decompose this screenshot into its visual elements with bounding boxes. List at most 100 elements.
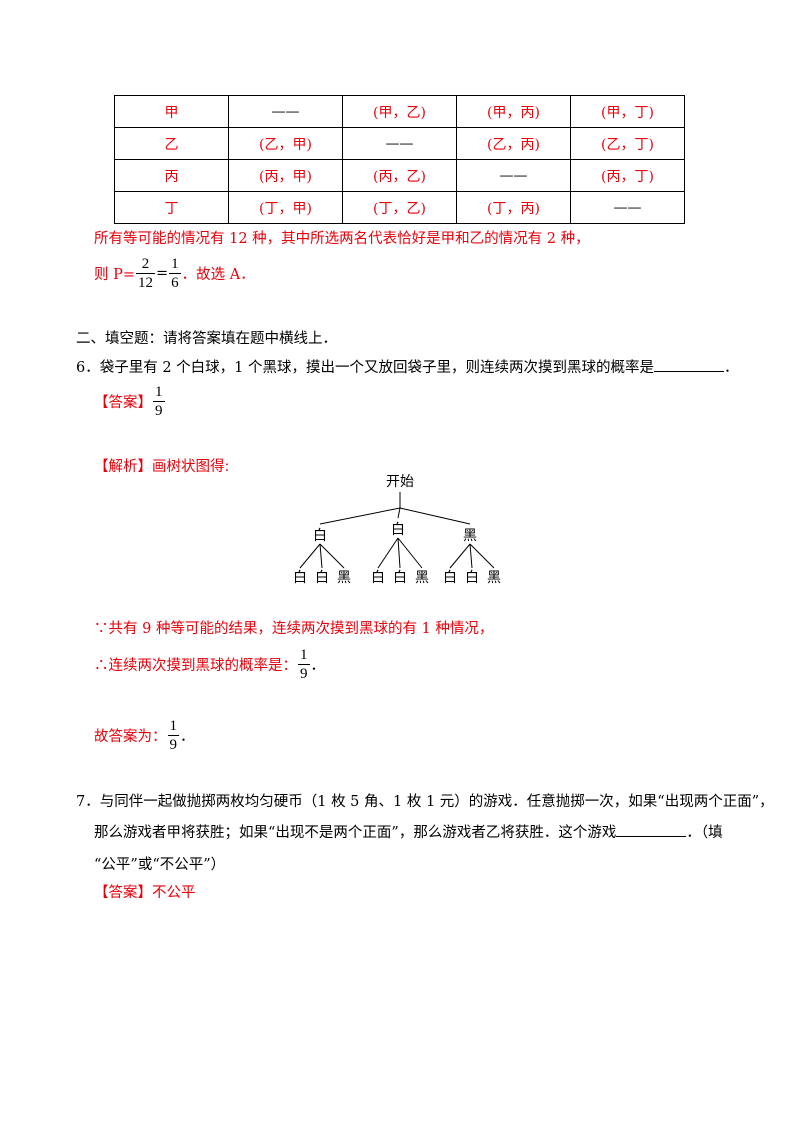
q7-line3: “公平”或“不公平”） — [94, 857, 226, 873]
q6-stem-text: 袋子里有 2 个白球，1 个黑球，摸出一个又放回袋子里，则连续两次摸到黑球的概率… — [99, 360, 655, 376]
tree-branch — [469, 543, 495, 569]
table-cell: (乙，丙) — [456, 127, 571, 160]
q6-final-denominator: 9 — [167, 735, 179, 753]
q5-explanation-line1: 所有等可能的情况有 12 种，其中所选两名代表恰好是甲和乙的情况有 2 种， — [94, 231, 590, 247]
tree-branch — [299, 543, 321, 569]
tree-level2-label: 黑 — [487, 570, 501, 586]
tree-level2-label: 白 — [315, 570, 329, 586]
table-row-header: 丁 — [114, 191, 229, 224]
q7-line1-text: 与同伴一起做抛掷两枚均匀硬币（1 枚 5 角、1 枚 1 元）的游戏．任意抛掷一… — [99, 794, 774, 810]
q7-line2-suffix: ．（填 — [686, 825, 723, 841]
tree-branch — [449, 543, 471, 569]
q7-number: 7． — [76, 794, 100, 810]
q7-line2-text: 那么游戏者甲将获胜；如果“出现不是两个正面”，那么游戏者乙将获胜．这个游戏 — [94, 825, 617, 841]
table-cell: (丙，乙) — [342, 159, 457, 192]
q6-analysis: 【解析】画树状图得: — [94, 455, 229, 476]
q5-p-prefix: 则 P= — [94, 267, 136, 283]
table-cell: (丙，丁) — [570, 159, 685, 192]
q6-final-text: 故答案为： — [94, 729, 167, 745]
q6-number: 6． — [76, 360, 100, 376]
q6-final-numerator: 1 — [169, 718, 178, 734]
tree-level2-label: 白 — [443, 570, 457, 586]
tree-level1-label: 黑 — [463, 528, 477, 544]
tree-level1-label: 白 — [391, 522, 405, 538]
q6-analysis-text: 画树状图得: — [152, 459, 230, 475]
tree-branch — [319, 543, 323, 569]
table-row-header: 甲 — [114, 95, 229, 128]
outcome-table: 甲——(甲，乙)(甲，丙)(甲，丁)乙(乙，甲)——(乙，丙)(乙，丁)丙(丙，… — [114, 95, 685, 224]
q5-frac1-numerator: 2 — [141, 256, 150, 272]
q6-analysis-label: 【解析】 — [94, 459, 152, 475]
tree-level2-label: 黑 — [415, 570, 429, 586]
table-cell: —— — [228, 95, 343, 128]
q5-frac2-numerator: 1 — [171, 256, 179, 272]
tree-level2-label: 黑 — [337, 570, 351, 586]
q6-answer-denominator: 9 — [153, 401, 165, 419]
q6-therefore-numerator: 1 — [300, 647, 308, 663]
q6-answer-blank[interactable] — [654, 359, 725, 372]
q5-conclusion: ．故选 A． — [181, 267, 255, 283]
table-row-header: 乙 — [114, 127, 229, 160]
tree-branch — [377, 537, 399, 569]
table-cell: (甲，乙) — [342, 95, 457, 128]
tree-level2-label: 白 — [465, 570, 479, 586]
q6-because: ∵共有 9 种等可能的结果，连续两次摸到黑球的有 1 种情况， — [94, 621, 494, 637]
q7-line2: 那么游戏者甲将获胜；如果“出现不是两个正面”，那么游戏者乙将获胜．这个游戏 ．（填 — [94, 821, 723, 842]
q7-answer-blank[interactable] — [616, 824, 687, 837]
q5-equals: = — [156, 265, 169, 282]
tree-branch — [397, 537, 401, 569]
q7-answer-label: 【答案】 — [94, 885, 152, 901]
tree-diagram: 开始白白白黑白白白黑黑白白黑 — [293, 474, 501, 586]
table-cell: (甲，丙) — [456, 95, 571, 128]
table-row: 甲——(甲，乙)(甲，丙)(甲，丁) — [114, 95, 685, 128]
q5-frac1-denominator: 12 — [136, 273, 156, 291]
tree-branch — [469, 543, 473, 569]
table-cell: —— — [570, 191, 685, 224]
q6-answer-label: 【答案】 — [94, 395, 152, 411]
tree-level2-label: 白 — [293, 570, 307, 586]
tree-branch — [397, 507, 401, 519]
q6-final-end: ． — [180, 729, 195, 745]
q7-answer-text: 不公平 — [152, 885, 196, 901]
table-cell: (丙，甲) — [228, 159, 343, 192]
q7-line1: 7．与同伴一起做抛掷两枚均匀硬币（1 枚 5 角、1 枚 1 元）的游戏．任意抛… — [76, 790, 774, 811]
tree-root-label: 开始 — [386, 474, 414, 490]
table-cell: (乙，甲) — [228, 127, 343, 160]
table-row: 丁(丁，甲)(丁，乙)(丁，丙)—— — [114, 191, 685, 224]
q6-therefore-end: ． — [310, 658, 326, 674]
table-cell: (丁，丙) — [456, 191, 571, 224]
table-cell: —— — [342, 127, 457, 160]
table-cell: —— — [456, 159, 571, 192]
table-cell: (丁，乙) — [342, 191, 457, 224]
section-heading-fill-in: 二、填空题：请将答案填在题中横线上． — [76, 331, 337, 347]
q5-frac2-denominator: 6 — [169, 273, 181, 291]
q7-answer: 【答案】不公平 — [94, 881, 196, 902]
tree-branch — [319, 543, 345, 569]
table-cell: (乙，丁) — [570, 127, 685, 160]
q6-stem: 6．袋子里有 2 个白球，1 个黑球，摸出一个又放回袋子里，则连续两次摸到黑球的… — [76, 356, 739, 377]
q6-therefore-denominator: 9 — [298, 664, 310, 682]
table-cell: (丁，甲) — [228, 191, 343, 224]
tree-branch — [399, 507, 471, 525]
q6-stem-end: ． — [724, 360, 739, 376]
tree-branch — [319, 507, 401, 525]
table-row: 丙(丙，甲)(丙，乙)——(丙，丁) — [114, 159, 685, 192]
q6-answer-numerator: 1 — [155, 384, 163, 400]
tree-branch — [397, 537, 423, 569]
table-row: 乙(乙，甲)——(乙，丙)(乙，丁) — [114, 127, 685, 160]
tree-level2-label: 白 — [393, 570, 407, 586]
q6-therefore-text: ∴连续两次摸到黑球的概率是： — [94, 658, 297, 674]
table-cell: (甲，丁) — [570, 95, 685, 128]
tree-level1-label: 白 — [313, 528, 327, 544]
table-row-header: 丙 — [114, 159, 229, 192]
tree-level2-label: 白 — [371, 570, 385, 586]
